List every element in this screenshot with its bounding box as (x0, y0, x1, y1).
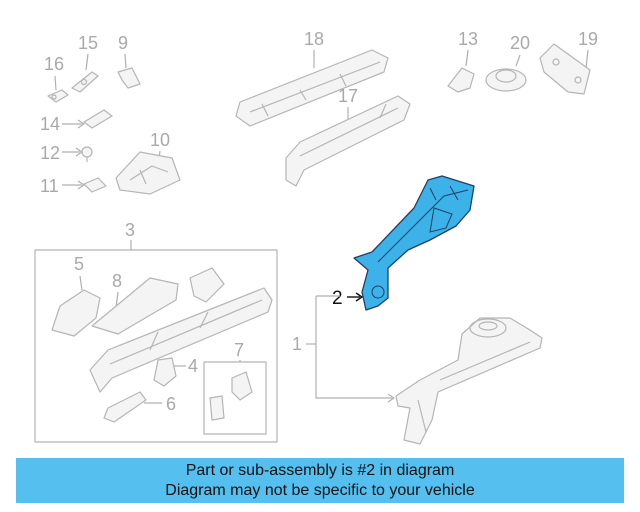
parts-diagram: 16 15 9 14 12 11 10 (34, 29, 598, 445)
group-box-7 (203, 361, 267, 435)
callout-10: 10 (150, 130, 170, 150)
banner-line-2: Diagram may not be specific to your vehi… (165, 482, 475, 499)
callout-4: 4 (188, 356, 198, 376)
banner-line-1: Part or sub-assembly is #2 in diagram (185, 462, 455, 479)
group-box-3 (34, 249, 278, 443)
callout-20: 20 (510, 33, 530, 53)
part-16: 16 (44, 54, 69, 103)
part-2-highlighted: 2 (316, 175, 475, 311)
callout-16: 16 (44, 54, 64, 74)
part-3-group: 3 5 8 4 6 7 (34, 220, 278, 443)
callout-17: 17 (338, 86, 358, 106)
callout-8: 8 (112, 271, 122, 291)
callout-1: 1 (292, 334, 302, 354)
callout-9: 9 (118, 33, 128, 53)
part-9: 9 (117, 33, 141, 89)
callout-5: 5 (74, 254, 84, 274)
part-18: 18 (235, 29, 389, 127)
part-15: 15 (71, 33, 99, 93)
callout-7: 7 (234, 340, 244, 360)
part-1: 1 (292, 296, 543, 445)
callout-19: 19 (578, 29, 598, 49)
callout-18: 18 (304, 29, 324, 49)
callout-3: 3 (125, 220, 135, 240)
callout-12: 12 (40, 143, 60, 163)
callout-15: 15 (78, 33, 98, 53)
part-10: 10 (115, 130, 181, 195)
part-19: 19 (539, 29, 598, 95)
part-17: 17 (285, 86, 411, 187)
callout-14: 14 (40, 114, 60, 134)
info-banner: Part or sub-assembly is #2 in diagram Di… (16, 458, 624, 503)
part-20: 20 (485, 33, 530, 92)
callout-6: 6 (166, 394, 176, 414)
part-11: 11 (40, 176, 107, 196)
callout-11: 11 (40, 176, 59, 196)
callout-13: 13 (458, 29, 478, 49)
callout-2: 2 (332, 288, 343, 309)
part-12: 12 (40, 143, 93, 163)
part-13: 13 (447, 29, 478, 93)
part-14: 14 (40, 109, 113, 134)
